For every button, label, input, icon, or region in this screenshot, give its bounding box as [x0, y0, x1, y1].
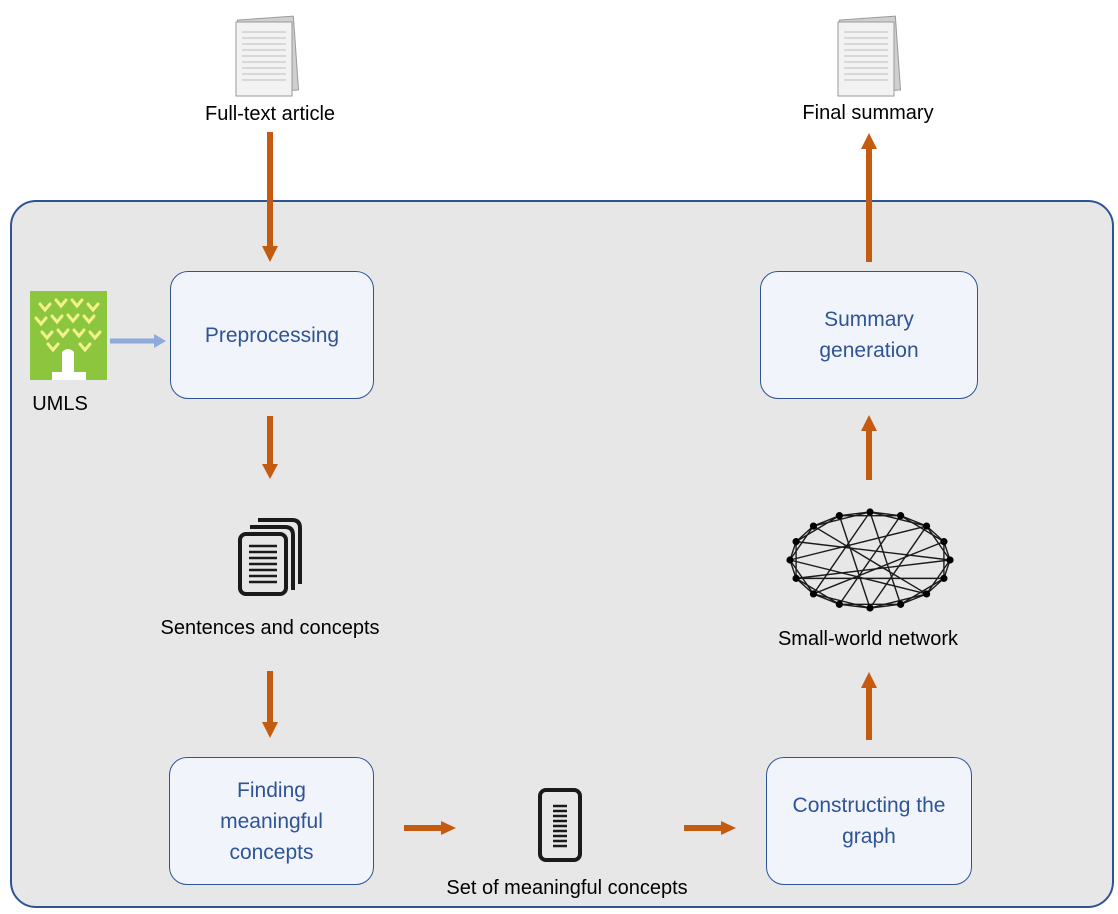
- network-node: [792, 538, 800, 546]
- network-edge: [900, 515, 927, 527]
- umls-label: UMLS: [32, 393, 88, 415]
- network-node: [809, 590, 818, 598]
- network-edge: [813, 540, 945, 595]
- network-node: [922, 590, 931, 598]
- umls-tree-icon: [30, 291, 107, 380]
- network-node: [792, 574, 800, 582]
- document-stack-icon: [235, 15, 300, 97]
- network-edge: [926, 577, 945, 595]
- sentences-and-concepts-label: Sentences and concepts: [160, 617, 380, 639]
- network-edge: [796, 559, 951, 580]
- network-edge: [813, 593, 840, 605]
- pages-icon: [238, 518, 302, 596]
- network-edge: [813, 511, 871, 527]
- set-of-meaningful-concepts-label: Set of meaningful concepts: [446, 877, 688, 899]
- arrow-constructing-to-network: [861, 672, 877, 740]
- arrow-sentences-to-finding: [262, 671, 278, 738]
- arrow-finding-to-set: [404, 821, 456, 835]
- preprocessing-box: Preprocessing: [170, 271, 374, 399]
- network-node: [897, 512, 905, 520]
- network-edge: [900, 515, 945, 543]
- network-edge: [789, 525, 815, 561]
- network-edge: [812, 511, 871, 595]
- final-summary-label: Final summary: [802, 102, 934, 124]
- finding-meaningful-concepts-box: Finding meaningful concepts: [169, 757, 374, 885]
- network-edge: [869, 525, 928, 609]
- network-edge: [813, 525, 927, 595]
- network-edge: [795, 525, 814, 543]
- network-node: [866, 604, 874, 612]
- arrow-article-to-preprocessing: [262, 132, 278, 262]
- network-edge: [789, 559, 815, 595]
- network-edge: [796, 540, 951, 561]
- network-node: [786, 556, 794, 564]
- arrow-preprocessing-to-sentences: [262, 416, 278, 479]
- network-edge: [926, 525, 945, 543]
- document-stack-icon: [837, 15, 902, 97]
- list-document-icon: [538, 788, 582, 862]
- network-edge: [869, 593, 927, 609]
- network-node: [809, 522, 818, 530]
- network-node: [946, 556, 954, 564]
- network-edge: [925, 525, 951, 561]
- network-graph-icon: [786, 508, 954, 612]
- full-text-article-label: Full-text article: [204, 103, 336, 125]
- network-node: [922, 522, 931, 530]
- network-edge: [869, 511, 902, 605]
- small-world-network-label: Small-world network: [777, 628, 959, 650]
- network-node: [897, 600, 905, 608]
- summary-generation-box: Summary generation: [760, 271, 978, 399]
- umls-input-arrow: [110, 334, 166, 348]
- network-node: [940, 574, 948, 582]
- network-node: [835, 600, 843, 608]
- network-edge: [838, 515, 871, 609]
- network-edge: [789, 525, 927, 561]
- network-node: [940, 538, 948, 546]
- network-edge: [925, 559, 951, 595]
- network-edge: [789, 559, 927, 595]
- network-node: [866, 508, 874, 516]
- arrow-network-to-summary: [861, 415, 877, 480]
- network-node: [835, 512, 843, 520]
- arrow-set-to-constructing: [684, 821, 736, 835]
- network-edge: [795, 577, 814, 595]
- network-edge: [795, 577, 840, 605]
- arrow-summary-to-final: [861, 133, 877, 262]
- constructing-the-graph-box: Constructing the graph: [766, 757, 972, 885]
